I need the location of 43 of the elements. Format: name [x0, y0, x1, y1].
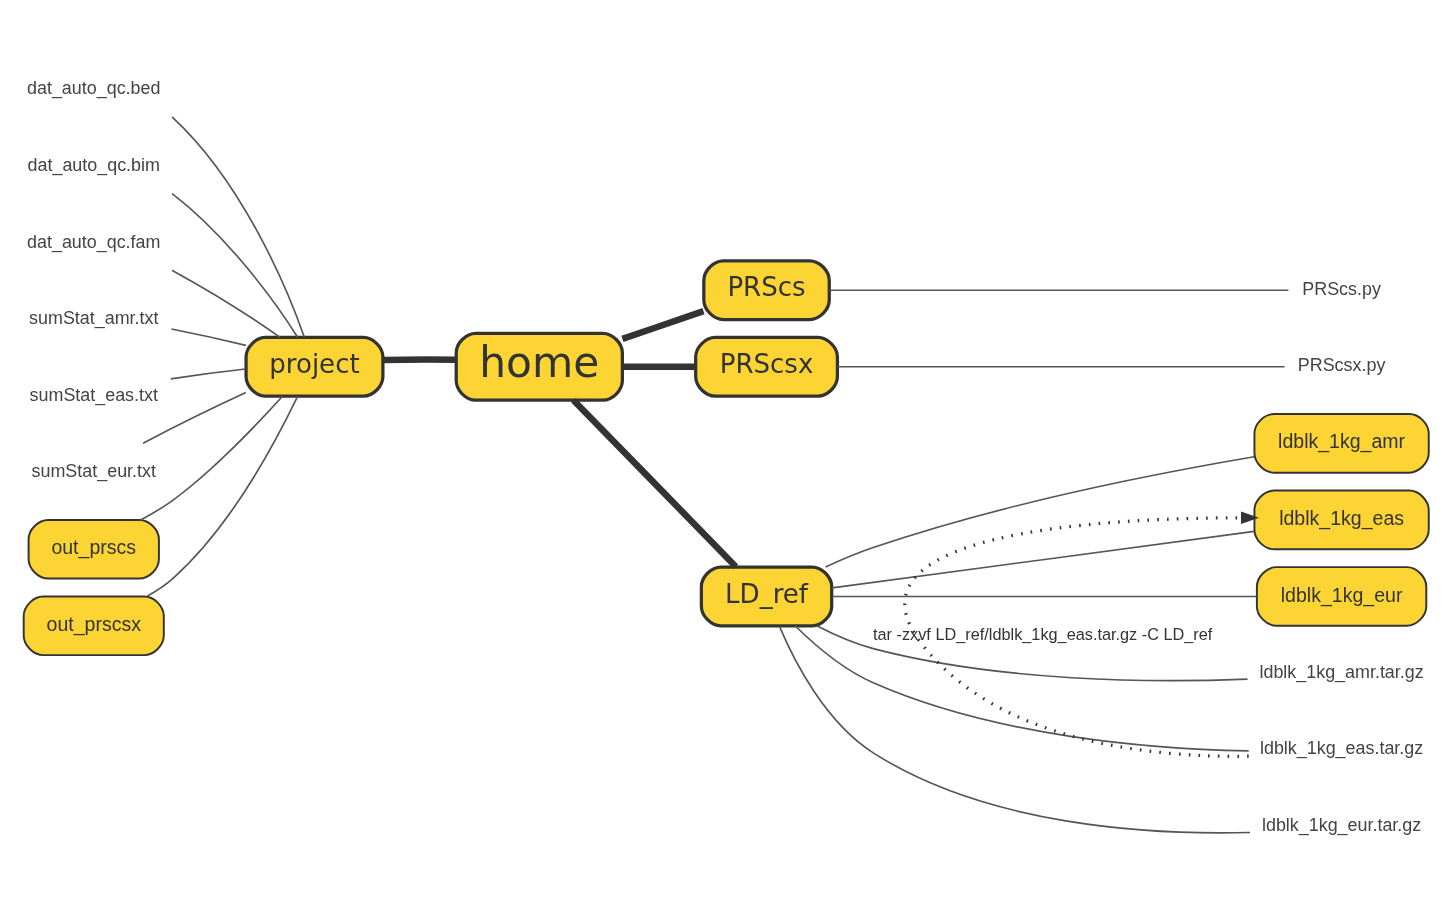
connector [816, 624, 1249, 681]
connector [140, 395, 284, 521]
node-text: sumStat_amr.txt [29, 307, 159, 328]
node-box: out_prscs [27, 518, 160, 580]
node-box: project [244, 335, 385, 398]
connector [383, 355, 456, 363]
connector [170, 367, 247, 380]
node-text: ldblk_1kg_amr.tar.gz [1259, 661, 1424, 682]
node-text: PRScsx.py [1297, 354, 1386, 375]
connector [831, 595, 1258, 597]
arrow [904, 510, 1259, 758]
node-box: out_prscsx [22, 595, 165, 656]
connector [171, 192, 299, 338]
node-text: dat_auto_qc.bim [27, 154, 160, 175]
node-box: ldblk_1kg_eur [1255, 565, 1428, 627]
connector [836, 365, 1286, 368]
node-box: PRScs [702, 258, 831, 321]
node-text: sumStat_eur.txt [31, 460, 156, 481]
connector [171, 115, 306, 338]
connector [621, 307, 705, 342]
connector [831, 530, 1255, 589]
node-text: ldblk_1kg_eas.tar.gz [1259, 737, 1424, 758]
edge-label: tar -zxvf LD_ref/ldblk_1kg_eas.tar.gz -C LD_ref [872, 624, 1213, 643]
node-box: home [454, 331, 624, 402]
node-text: sumStat_eas.txt [29, 384, 158, 405]
node-text: ldblk_1kg_eur.tar.gz [1261, 814, 1422, 835]
connector [824, 455, 1255, 568]
node-text: PRScs.py [1302, 278, 1381, 299]
connector [794, 624, 1250, 752]
connector [828, 288, 1290, 291]
node-box: PRScsx [694, 335, 840, 398]
node-box: ldblk_1kg_amr [1253, 412, 1430, 474]
connector [142, 391, 247, 444]
node-box: LD_ref [699, 565, 834, 627]
connector [778, 624, 1251, 834]
connector [170, 327, 247, 346]
node-text: dat_auto_qc.fam [27, 231, 161, 252]
connector [622, 363, 696, 370]
node-box: ldblk_1kg_eas [1253, 489, 1430, 550]
connector [171, 268, 281, 338]
connector [571, 397, 739, 569]
connector [146, 395, 299, 597]
node-text: dat_auto_qc.bed [27, 77, 161, 98]
